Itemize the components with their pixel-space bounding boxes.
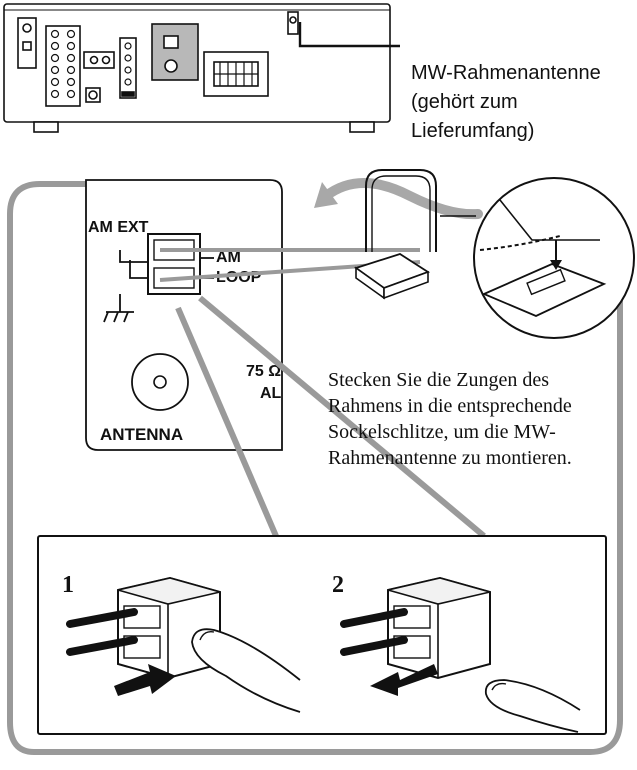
zoom-wedge xyxy=(175,295,486,539)
assembly-instruction: Stecken Sie die Zungen des Rahmens in di… xyxy=(328,369,577,469)
antenna-caption-line-1: MW-Rahmenantenne xyxy=(411,62,601,84)
rotate-arrow-icon xyxy=(321,178,483,220)
instruction-line-1: Stecken Sie die Zungen des xyxy=(328,369,549,391)
step-1-number: 1 xyxy=(62,572,74,598)
antenna-label: ANTENNA xyxy=(100,425,183,444)
am-label: AM xyxy=(216,249,241,266)
antenna-caption-line-3: Lieferumfang) xyxy=(411,120,534,142)
antenna-caption-leader xyxy=(298,22,400,48)
am-ext-label: AM EXT xyxy=(88,219,149,236)
callout-frame xyxy=(7,181,623,755)
step-2: 2 xyxy=(332,572,581,733)
instruction-line-2: Rahmens in die entsprechende xyxy=(328,395,572,417)
antenna-caption-line-2: (gehört zum xyxy=(411,91,518,113)
push-arrow-icon xyxy=(114,664,176,696)
antenna-caption: MW-Rahmenantenne (gehört zum Lieferumfan… xyxy=(411,62,606,142)
instruction-line-3: Sockelschlitze, um die MW- xyxy=(328,421,556,443)
release-arrow-icon xyxy=(370,664,438,696)
step-2-number: 2 xyxy=(332,572,344,598)
step-1: 1 xyxy=(62,572,301,713)
receiver-rear-panel xyxy=(3,3,391,133)
assembly-detail-magnifier xyxy=(440,177,635,339)
instruction-line-4: Rahmenantenne zu montieren. xyxy=(328,447,572,469)
ohm-label: 75 Ω xyxy=(246,363,281,380)
ohm-suffix-label: AL xyxy=(260,385,282,402)
loop-antenna xyxy=(314,169,483,300)
